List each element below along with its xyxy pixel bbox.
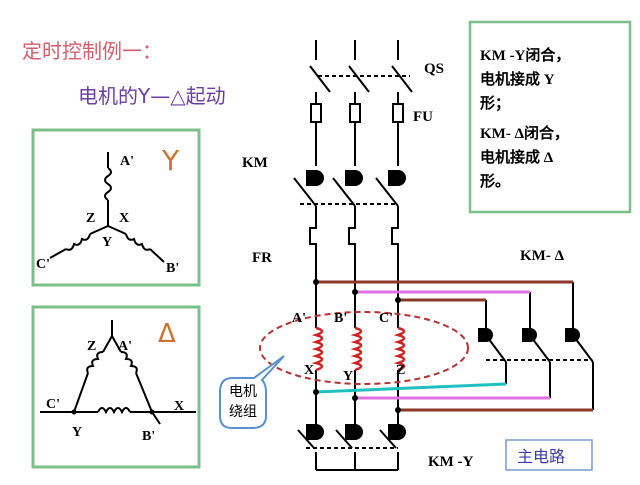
motor-winding-callout: 电机 绕组 xyxy=(219,355,285,429)
winding-label-a: A' xyxy=(292,311,306,326)
main-circuit-label: 主电路 xyxy=(517,447,565,466)
note-line-6: 形。 xyxy=(480,172,510,190)
winding-ellipse xyxy=(259,311,469,385)
label-km-delta: KM- Δ xyxy=(520,248,565,264)
main-circuit xyxy=(293,40,594,471)
contact-heads xyxy=(306,170,580,440)
label-km-y: KM -Y xyxy=(428,454,474,470)
label-fu: FU xyxy=(413,109,433,125)
motor-winding-label-1: 电机 xyxy=(229,384,257,400)
delta-label-y: Y xyxy=(72,425,82,440)
title-line-1: 定时控制例一： xyxy=(22,39,162,63)
motor-windings xyxy=(311,326,406,372)
note-line-5: 电机接成 Δ xyxy=(480,148,554,166)
note-line-3: 形； xyxy=(480,94,510,112)
winding-label-b: B' xyxy=(334,311,347,326)
delta-label-b: B' xyxy=(142,429,155,444)
wye-label-c: C' xyxy=(36,257,50,272)
delta-box: Δ Z A' C' X Y B' xyxy=(31,305,201,469)
wye-label-x: X xyxy=(119,211,129,226)
junction-dots xyxy=(313,279,401,413)
note-line-2: 电机接成 Y xyxy=(480,70,555,88)
wye-label-b: B' xyxy=(166,261,179,276)
main-circuit-tag: 主电路 xyxy=(505,439,593,471)
label-qs: QS xyxy=(424,61,444,77)
delta-label-z: Z xyxy=(87,339,96,354)
delta-label-c: C' xyxy=(46,397,60,412)
note-box: KM -Y闭合， 电机接成 Y 形； KM- Δ闭合， 电机接成 Δ 形。 xyxy=(468,20,632,214)
label-fr: FR xyxy=(252,250,272,266)
colored-wires xyxy=(315,280,593,412)
winding-label-y: Y xyxy=(343,369,353,384)
wye-label-z: Z xyxy=(86,211,95,226)
motor-winding-label-2: 绕组 xyxy=(229,404,257,420)
winding-label-c: C' xyxy=(379,311,393,326)
delta-label-a: A' xyxy=(118,339,132,354)
wye-box: Y A' Z X Y C' B' xyxy=(31,128,201,287)
wye-label-a: A' xyxy=(120,154,134,169)
winding-label-z: Z xyxy=(396,363,405,378)
winding-label-x: X xyxy=(304,363,314,378)
wye-symbol: Y xyxy=(161,144,180,177)
note-line-1: KM -Y闭合， xyxy=(480,46,570,64)
title-line-2: 电机的Y—△起动 xyxy=(78,84,226,108)
delta-label-x: X xyxy=(174,399,184,414)
note-line-4: KM- Δ闭合， xyxy=(480,124,569,142)
delta-symbol: Δ xyxy=(158,319,176,349)
label-km: KM xyxy=(242,155,268,171)
wye-label-y: Y xyxy=(102,235,112,250)
